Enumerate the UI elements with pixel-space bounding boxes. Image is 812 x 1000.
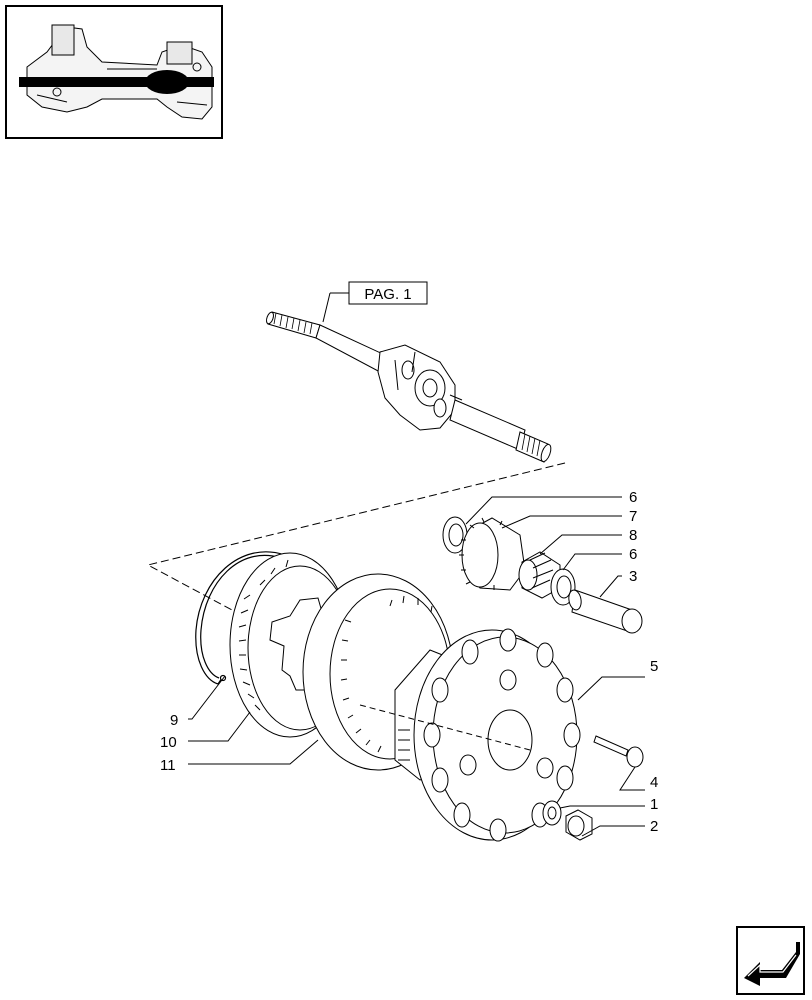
axle-thumbnail-icon xyxy=(19,24,214,120)
page-reference-label: PAG. 1 xyxy=(364,286,411,303)
axle-thumbnail xyxy=(5,5,223,139)
nut xyxy=(565,809,593,841)
planet-pin xyxy=(568,589,643,634)
planet-gear xyxy=(459,517,526,591)
callout-6-bottom: 6 xyxy=(629,546,637,563)
planet-carrier xyxy=(359,628,581,842)
callout-10: 10 xyxy=(160,734,177,751)
callout-6-top: 6 xyxy=(629,489,637,506)
callout-numbers: 6 7 8 6 3 5 4 1 2 9 10 11 xyxy=(160,489,658,835)
callout-1: 1 xyxy=(650,796,658,813)
callout-2: 2 xyxy=(650,818,658,835)
callout-11: 11 xyxy=(160,757,176,774)
washer xyxy=(542,800,562,826)
page-reference[interactable]: PAG. 1 xyxy=(348,281,428,305)
callout-3: 3 xyxy=(629,568,637,585)
callout-7: 7 xyxy=(629,508,637,525)
needle-bearing xyxy=(518,551,561,599)
half-shaft xyxy=(266,311,552,463)
callout-9: 9 xyxy=(170,712,178,729)
bolt xyxy=(593,735,644,768)
callout-8: 8 xyxy=(629,527,637,544)
callout-5: 5 xyxy=(650,658,658,675)
arrow-back-icon xyxy=(744,942,800,986)
snap-ring xyxy=(195,551,286,685)
back-navigation-button[interactable] xyxy=(736,926,805,995)
alignment-line xyxy=(146,462,566,611)
leader-lines xyxy=(188,496,645,837)
callout-4: 4 xyxy=(650,774,658,791)
